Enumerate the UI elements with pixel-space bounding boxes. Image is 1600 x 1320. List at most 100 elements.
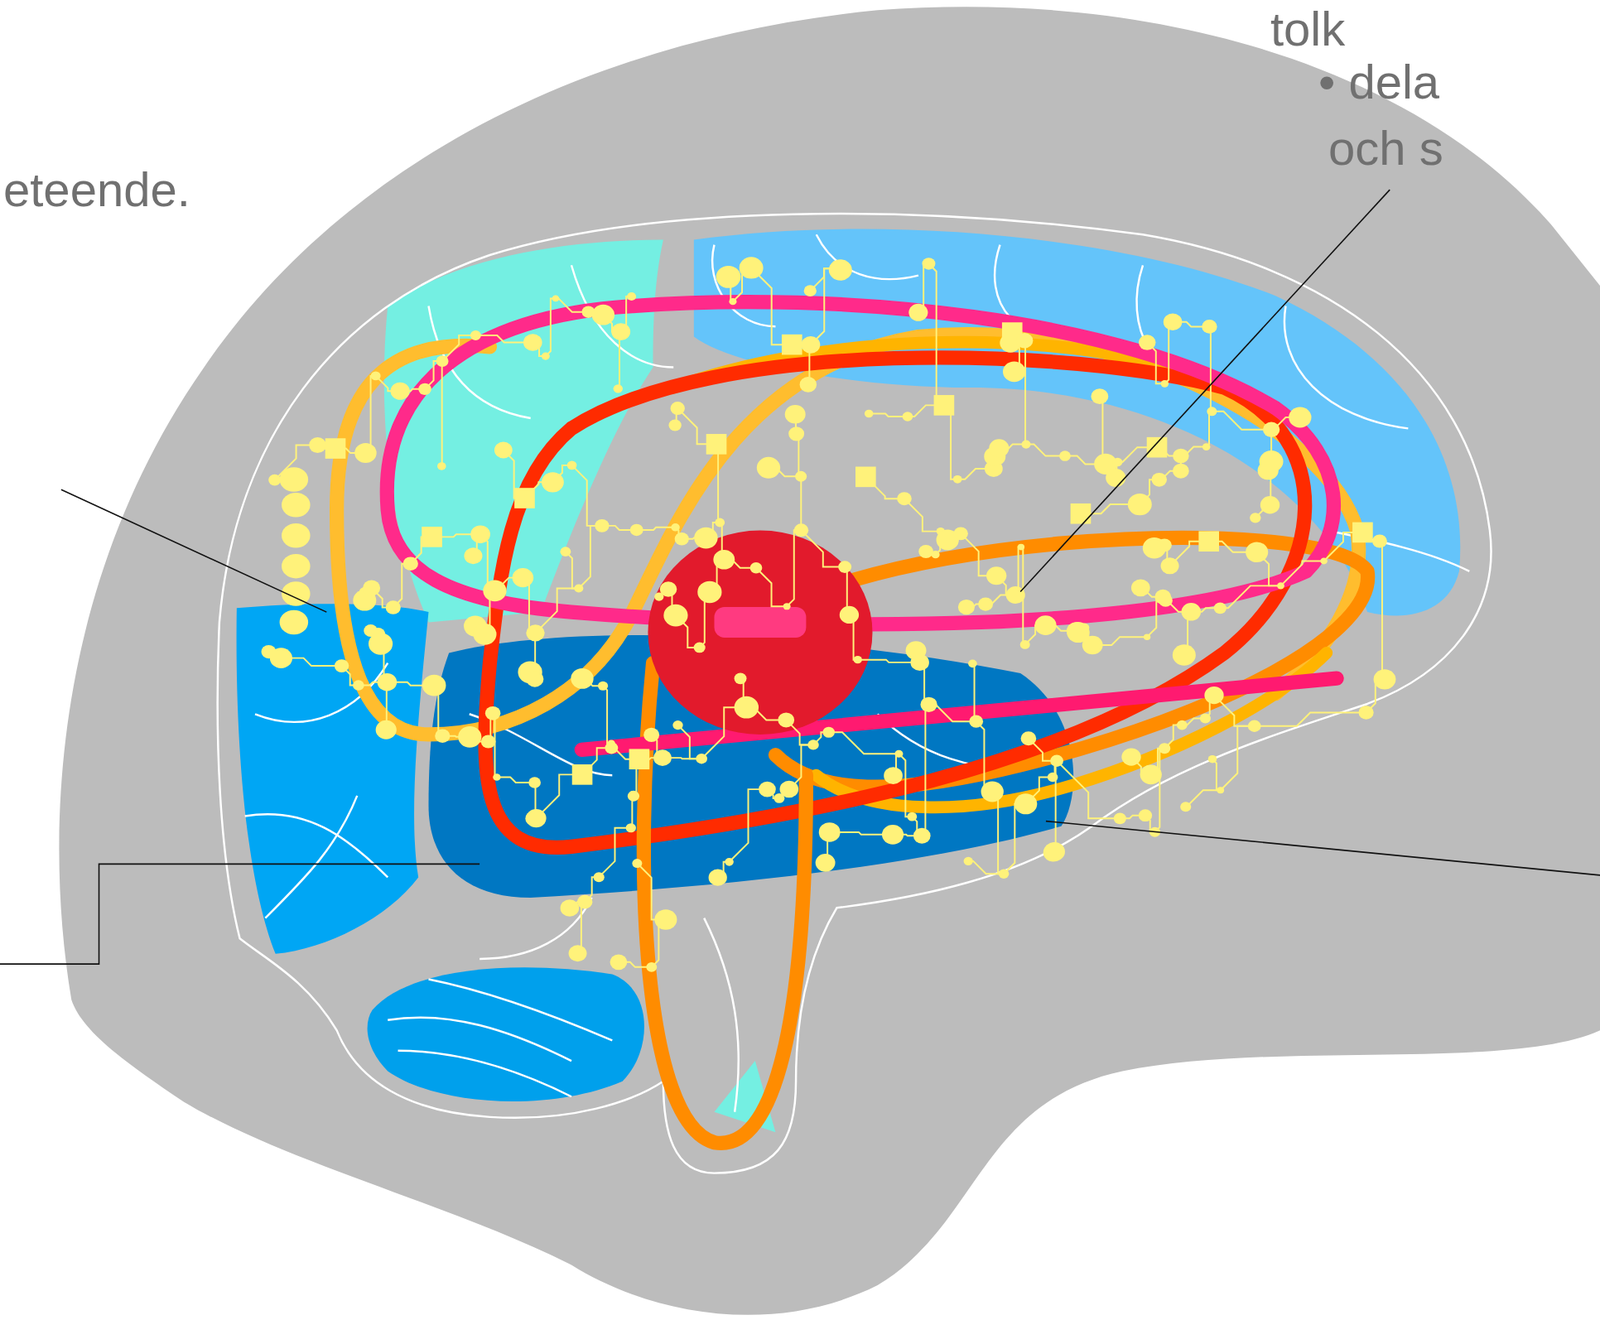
circuit-dot — [1143, 633, 1151, 640]
circuit-dot — [279, 610, 309, 636]
circuit-dot — [1208, 755, 1218, 764]
circuit-pad — [1172, 463, 1190, 479]
circuit-dot — [981, 781, 1004, 803]
circuit-dot — [815, 853, 836, 873]
circuit-pad — [1059, 450, 1071, 462]
circuit-dot — [800, 376, 817, 393]
circuit-pad — [794, 523, 809, 537]
circuit-trace — [972, 663, 976, 722]
circuit-dot — [1035, 615, 1057, 636]
circuit-pad — [1248, 720, 1262, 733]
circuit-dot — [403, 556, 419, 571]
circuit-dot — [1372, 534, 1388, 548]
circuit-pad — [783, 602, 791, 610]
circuit-dot — [552, 294, 560, 302]
circuit-pad — [706, 433, 728, 455]
circuit-trace — [729, 789, 768, 863]
circuit-pad — [604, 742, 618, 754]
circuit-dot — [1259, 450, 1284, 473]
circuit-trace — [751, 267, 792, 345]
circuit-pad — [815, 853, 836, 873]
circuit-dot — [654, 909, 677, 931]
circuit-pad — [981, 781, 1004, 803]
circuit-pad — [573, 583, 584, 593]
circuit-dot — [1156, 538, 1172, 552]
circuit-dot — [592, 304, 615, 326]
circuit-pad — [1121, 747, 1141, 766]
circuit-dot — [368, 632, 393, 656]
circuit-dot — [672, 720, 683, 730]
circuit-pad — [654, 909, 677, 931]
circuit-pad — [594, 519, 609, 533]
circuit-pad — [777, 712, 795, 728]
circuit-dot — [894, 750, 903, 758]
circuit-trace — [1209, 326, 1212, 411]
leader-lines — [0, 189, 1600, 964]
circuit-trace — [1164, 322, 1173, 385]
circuit-dot — [1249, 512, 1261, 523]
circuit-pad — [611, 322, 631, 341]
circuit-pad — [485, 706, 502, 721]
circuit-dot — [512, 568, 535, 588]
head-silhouette — [58, 6, 1600, 1316]
circuit-pad — [385, 600, 401, 615]
circuit-pad — [1044, 842, 1066, 862]
circuit-pad — [800, 376, 817, 393]
circuit-pad — [645, 962, 657, 973]
circuit-pad — [626, 292, 637, 301]
circuit-chip — [781, 334, 803, 356]
circuit-chip — [855, 467, 877, 488]
circuit-pad — [653, 749, 672, 767]
circuit-pad — [334, 659, 349, 673]
circuit-dot — [660, 581, 678, 598]
circuit-pad — [559, 546, 571, 557]
circuit-pad — [756, 457, 781, 479]
circuit-pad — [853, 655, 863, 664]
circuit-trace — [598, 828, 632, 878]
circuit-pad — [457, 726, 482, 748]
circuit-pad — [434, 728, 450, 743]
circuit-dot — [541, 352, 550, 361]
circuit-dot — [906, 812, 917, 822]
circuit-pad — [1208, 755, 1218, 764]
circuit-dot — [953, 526, 968, 540]
circuit-trace — [944, 404, 958, 479]
circuit-pad — [801, 336, 821, 354]
circuit-dot — [953, 475, 963, 484]
circuit-dot — [1206, 406, 1217, 416]
circuit-dot — [1044, 842, 1066, 862]
circuit-pad — [597, 681, 608, 691]
circuit-dot — [839, 606, 859, 624]
circuit-pad — [670, 523, 680, 532]
circuit-pad — [1201, 319, 1217, 334]
circuit-dot — [1245, 541, 1268, 563]
annotation-text: och s — [1328, 120, 1444, 177]
circuit-trace — [545, 298, 556, 357]
circuit-dot — [828, 259, 853, 280]
circuit-pad — [1163, 313, 1183, 331]
circuit-dot — [931, 550, 940, 559]
circuit-dot — [780, 780, 800, 799]
circuit-dot — [1002, 361, 1026, 382]
annotation-text: tolk — [1270, 1, 1345, 58]
circuit-pad — [1113, 812, 1127, 825]
circuit-pad — [968, 715, 984, 728]
circuit-pad — [781, 334, 803, 356]
circuit-dot — [921, 257, 935, 270]
circuit-dot — [728, 298, 737, 305]
circuit-dot — [470, 525, 491, 544]
circuit-dot — [470, 330, 482, 341]
circuit-dot — [758, 781, 776, 798]
circuit-pad — [1002, 361, 1026, 382]
circuit-pad — [838, 560, 852, 574]
circuit-pad — [570, 668, 593, 690]
circuit-pad — [494, 442, 513, 459]
circuit-trace — [868, 413, 908, 416]
circuit-dot — [1014, 793, 1037, 815]
circuit-trace — [1056, 761, 1120, 820]
circuit-trace — [1154, 748, 1165, 833]
circuit-pad — [1202, 443, 1211, 451]
circuit-pad — [1198, 530, 1220, 552]
circuit-trace — [1003, 804, 1027, 874]
circuit-dot — [626, 823, 637, 833]
